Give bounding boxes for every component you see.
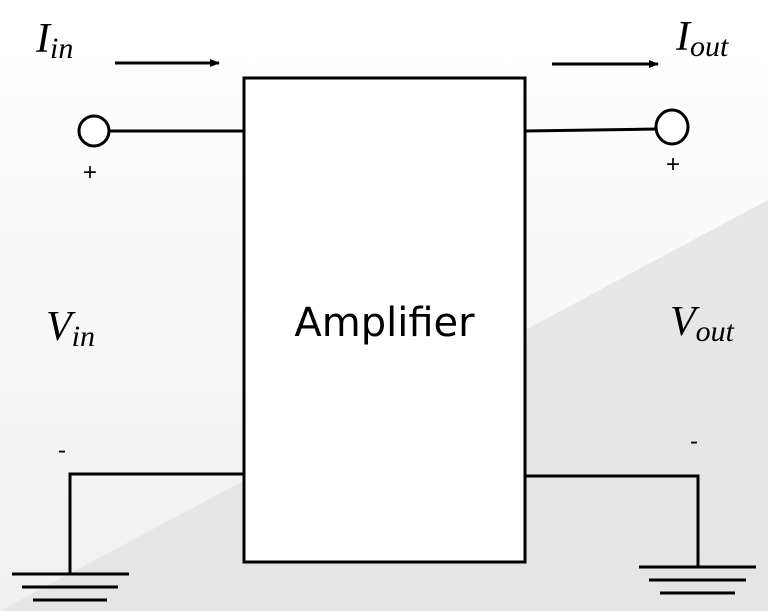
output-ground-wire bbox=[525, 474, 700, 566]
input-terminal bbox=[77, 114, 111, 148]
amplifier-label: Amplifier bbox=[294, 300, 475, 346]
output-ground-icon bbox=[639, 565, 756, 595]
output-minus-sign: - bbox=[690, 428, 698, 455]
input-minus-sign: - bbox=[58, 437, 66, 464]
input-ground-wire bbox=[68, 472, 244, 573]
output-voltage-label: Vout bbox=[670, 299, 735, 348]
input-current-label: Iin bbox=[35, 16, 73, 65]
output-current-label: Iout bbox=[675, 14, 729, 63]
output-top-wire bbox=[524, 127, 658, 133]
input-plus-sign: + bbox=[83, 159, 97, 186]
output-terminal bbox=[654, 108, 690, 146]
input-ground-icon bbox=[12, 572, 129, 602]
amplifier-block bbox=[242, 76, 527, 564]
input-voltage-label: Vin bbox=[46, 304, 95, 353]
output-plus-sign: + bbox=[666, 151, 680, 178]
